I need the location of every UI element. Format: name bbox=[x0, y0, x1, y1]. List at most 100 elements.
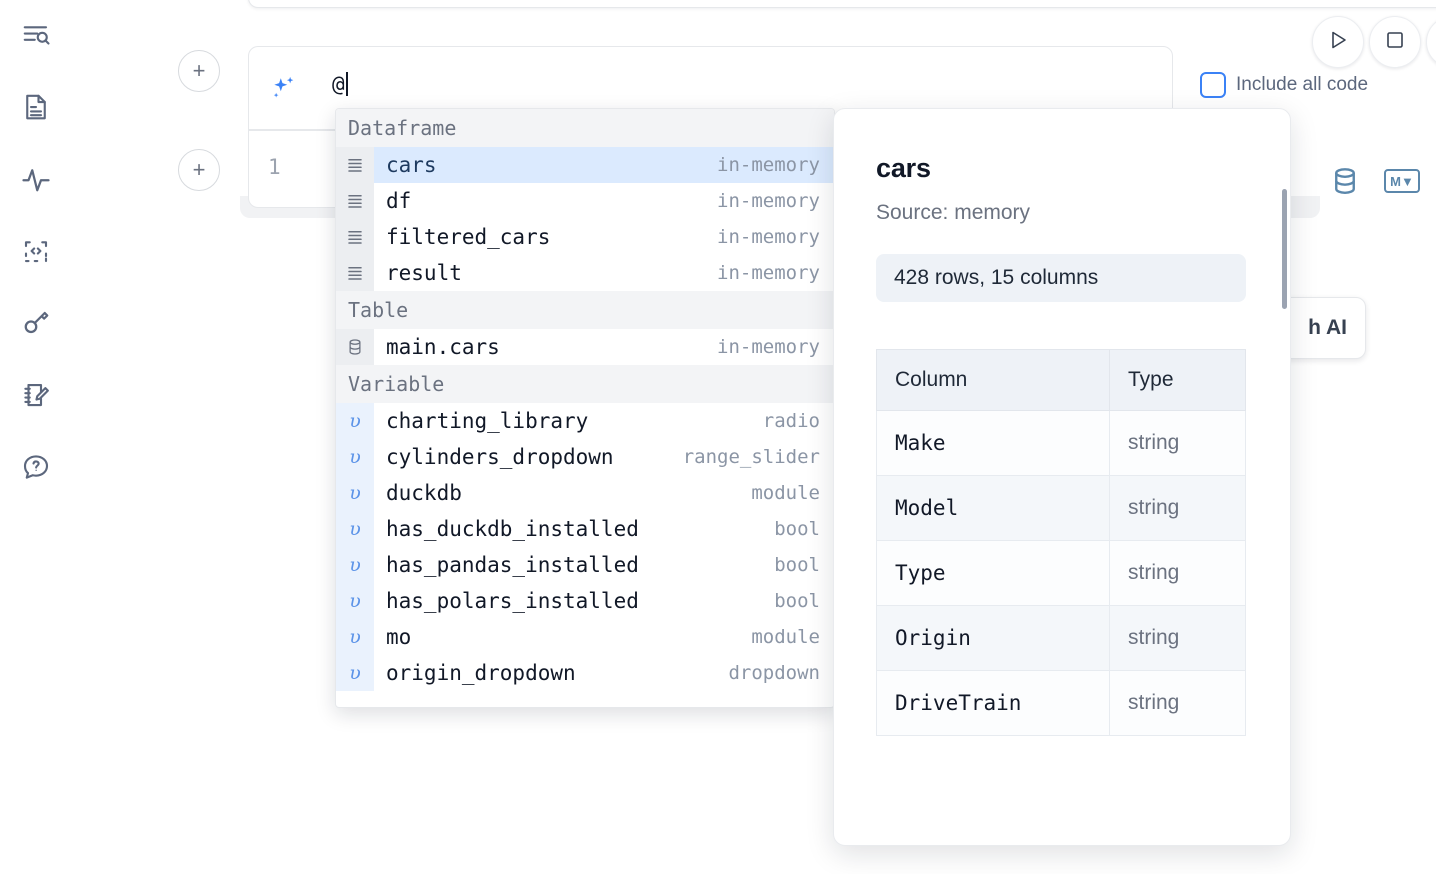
overflow-button[interactable] bbox=[1426, 16, 1436, 68]
play-icon bbox=[1326, 28, 1350, 57]
stop-button[interactable] bbox=[1369, 16, 1421, 68]
include-all-code-label: Include all code bbox=[1236, 74, 1369, 95]
autocomplete-item-name: origin_dropdown bbox=[386, 661, 576, 685]
ai-prompt-input[interactable]: @ bbox=[332, 72, 349, 96]
autocomplete-item[interactable]: υ has_duckdb_installed bool bbox=[336, 511, 834, 547]
variable-icon: υ bbox=[336, 547, 374, 583]
column-header-column: Column bbox=[876, 349, 1110, 411]
variable-icon: υ bbox=[336, 511, 374, 547]
sidebar-item-activity[interactable] bbox=[14, 157, 58, 201]
autocomplete-group-header: Dataframe bbox=[336, 109, 834, 147]
variable-icon: υ bbox=[336, 619, 374, 655]
dataframe-preview-panel: cars Source: memory 428 rows, 15 columns… bbox=[833, 108, 1291, 846]
autocomplete-item[interactable]: df in-memory bbox=[336, 183, 834, 219]
schema-column-name: Origin bbox=[876, 605, 1110, 671]
autocomplete-item-meta: in-memory bbox=[717, 190, 820, 212]
sidebar-rail bbox=[0, 0, 72, 874]
include-all-code-checkbox[interactable] bbox=[1200, 72, 1226, 98]
preview-title: cars bbox=[876, 153, 931, 183]
ai-suggestion-card-label: h AI bbox=[1308, 316, 1347, 339]
schema-column-type: string bbox=[1109, 540, 1246, 606]
include-all-code-toggle[interactable]: Include all code bbox=[1200, 72, 1368, 98]
autocomplete-item-meta: range_slider bbox=[682, 446, 820, 468]
dataframe-icon bbox=[336, 183, 374, 219]
explore-outline-icon bbox=[21, 21, 51, 51]
schema-column-name: Type bbox=[876, 540, 1110, 606]
autocomplete-group-header: Variable bbox=[336, 365, 834, 403]
autocomplete-item-meta: in-memory bbox=[717, 336, 820, 358]
code-snippet-icon bbox=[21, 236, 51, 266]
autocomplete-item[interactable]: υ has_pandas_installed bool bbox=[336, 547, 834, 583]
autocomplete-item-meta: dropdown bbox=[728, 662, 820, 684]
sparkle-icon bbox=[268, 74, 300, 106]
autocomplete-group-header: Table bbox=[336, 291, 834, 329]
preview-shape: 428 rows, 15 columns bbox=[876, 254, 1246, 302]
sidebar-item-snippets[interactable] bbox=[14, 229, 58, 273]
autocomplete-item-meta: in-memory bbox=[717, 226, 820, 248]
activity-pulse-icon bbox=[21, 164, 51, 194]
variable-icon: υ bbox=[336, 439, 374, 475]
autocomplete-item-meta: bool bbox=[774, 554, 820, 576]
text-caret bbox=[346, 72, 349, 96]
sidebar-item-outline[interactable] bbox=[14, 14, 58, 58]
autocomplete-item-meta: module bbox=[751, 626, 820, 648]
sidebar-item-files[interactable] bbox=[14, 85, 58, 129]
autocomplete-item-name: df bbox=[386, 189, 412, 213]
schema-column-name: DriveTrain bbox=[876, 670, 1110, 736]
schema-column-type: string bbox=[1109, 475, 1246, 541]
variable-icon: υ bbox=[336, 403, 374, 439]
autocomplete-item[interactable]: main.cars in-memory bbox=[336, 329, 834, 365]
schema-column-type: string bbox=[1109, 670, 1246, 736]
variable-icon: υ bbox=[336, 583, 374, 619]
autocomplete-item[interactable]: υ charting_library radio bbox=[336, 403, 834, 439]
panel-scrollbar[interactable] bbox=[1282, 189, 1287, 309]
cell-action-icons: M▼ bbox=[1330, 166, 1420, 196]
autocomplete-item-name: has_duckdb_installed bbox=[386, 517, 639, 541]
autocomplete-item[interactable]: result in-memory bbox=[336, 255, 834, 291]
autocomplete-item-meta: module bbox=[751, 482, 820, 504]
help-chat-icon bbox=[21, 452, 51, 482]
autocomplete-item-name: main.cars bbox=[386, 335, 500, 359]
variable-icon: υ bbox=[336, 655, 374, 691]
sidebar-item-secrets[interactable] bbox=[14, 301, 58, 345]
ai-prompt-value: @ bbox=[332, 72, 346, 96]
autocomplete-item-name: cylinders_dropdown bbox=[386, 445, 614, 469]
sidebar-item-help[interactable] bbox=[14, 445, 58, 489]
autocomplete-item-name: has_polars_installed bbox=[386, 589, 639, 613]
autocomplete-item-name: charting_library bbox=[386, 409, 589, 433]
autocomplete-item[interactable]: υ origin_dropdown dropdown bbox=[336, 655, 834, 691]
autocomplete-item-meta: radio bbox=[762, 410, 820, 432]
autocomplete-item-name: result bbox=[386, 261, 462, 285]
variable-icon: υ bbox=[336, 475, 374, 511]
autocomplete-item-meta: bool bbox=[774, 518, 820, 540]
schema-column-type: string bbox=[1109, 410, 1246, 476]
add-cell-below-button[interactable]: + bbox=[178, 149, 220, 191]
schema-column-name: Make bbox=[876, 410, 1110, 476]
markdown-icon[interactable]: M▼ bbox=[1384, 169, 1420, 193]
code-line-number: 1 bbox=[268, 155, 281, 179]
sidebar-item-scratchpad[interactable] bbox=[14, 373, 58, 417]
autocomplete-item-name: has_pandas_installed bbox=[386, 553, 639, 577]
database-icon[interactable] bbox=[1330, 166, 1360, 196]
run-button[interactable] bbox=[1312, 16, 1364, 68]
dataframe-icon bbox=[336, 219, 374, 255]
schema-column-type: string bbox=[1109, 605, 1246, 671]
stop-square-icon bbox=[1383, 28, 1407, 57]
autocomplete-item[interactable]: υ cylinders_dropdown range_slider bbox=[336, 439, 834, 475]
autocomplete-item-meta: in-memory bbox=[717, 262, 820, 284]
notebook-edit-icon bbox=[21, 380, 51, 410]
autocomplete-item-meta: in-memory bbox=[717, 154, 820, 176]
autocomplete-item-name: duckdb bbox=[386, 481, 462, 505]
add-cell-above-button[interactable]: + bbox=[178, 50, 220, 92]
